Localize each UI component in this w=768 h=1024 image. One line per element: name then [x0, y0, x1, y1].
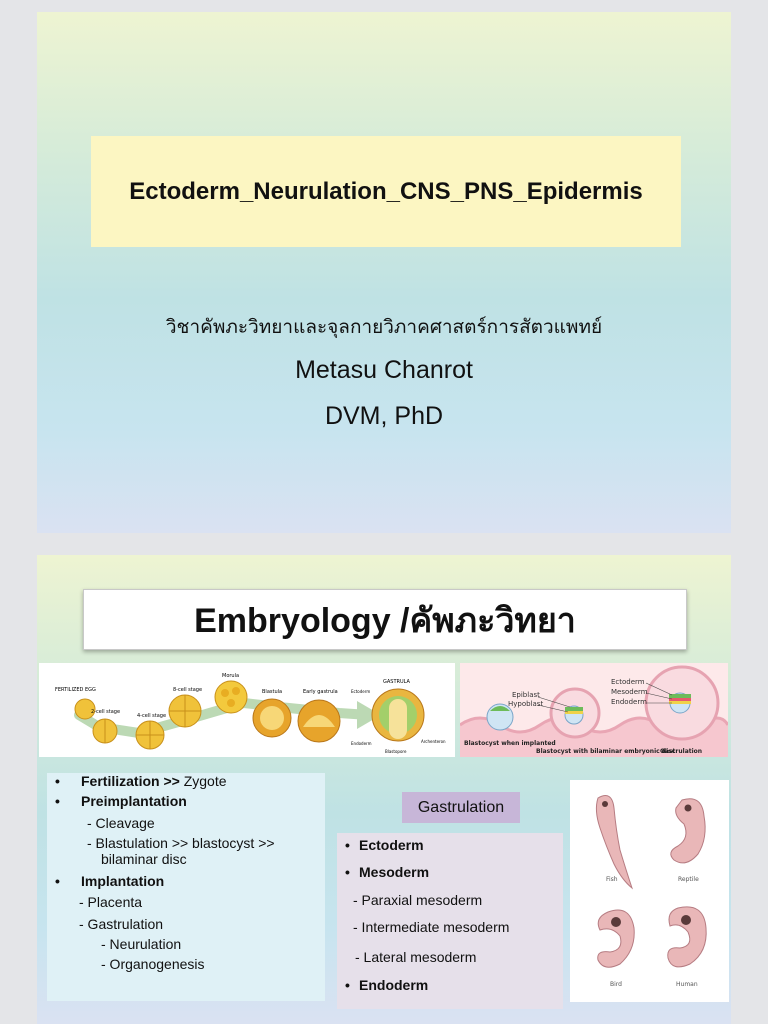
label-endoderm-right: Endoderm — [611, 698, 647, 706]
title-slide: Ectoderm_Neurulation_CNS_PNS_Epidermis ว… — [37, 12, 731, 533]
label-gastrula: GASTRULA — [383, 679, 411, 685]
label-endoderm: Endoderm — [351, 741, 372, 746]
slide-title: Ectoderm_Neurulation_CNS_PNS_Epidermis — [129, 177, 643, 205]
stage-bilaminar-disc: bilaminar disc — [101, 851, 187, 867]
label-blastopore: Blastopore — [385, 749, 407, 754]
fertilization-label: Fertilization >> — [81, 773, 180, 789]
caption-implanted: Blastocyst when implanted — [464, 740, 556, 747]
label-blastula: Blastula — [262, 689, 282, 695]
label-reptile: Reptile — [678, 876, 699, 883]
label-ectoderm-right: Ectoderm — [611, 678, 645, 686]
stage-cleavage: - Cleavage — [87, 815, 155, 831]
layer-lateral-mesoderm: - Lateral mesoderm — [355, 949, 477, 965]
bullet-implantation: • — [55, 873, 60, 889]
label-4-cell: 4-cell stage — [137, 713, 166, 719]
zygote-cell — [74, 698, 96, 720]
label-ectoderm: Ectoderm — [351, 689, 370, 694]
label-epiblast: Epiblast — [512, 691, 540, 699]
embryology-slide: Embryology /คัพภะวิทยา FERTILIZED EGG — [37, 555, 731, 1024]
stage-placenta: - Placenta — [79, 894, 143, 910]
caption-gastrulation: Gastrulation — [660, 748, 702, 755]
vertebrate-embryos-figure: Fish Reptile Bird Human — [570, 780, 729, 1002]
gastrulation-badge: Gastrulation — [402, 792, 520, 823]
label-hypoblast: Hypoblast — [508, 700, 543, 708]
label-bird: Bird — [610, 981, 622, 988]
layer-paraxial-mesoderm: - Paraxial mesoderm — [353, 892, 483, 908]
zygote-label: Zygote — [179, 773, 227, 789]
caption-bilaminar: Blastocyst with bilaminar embryonic disc — [536, 748, 676, 755]
label-fertilized-egg: FERTILIZED EGG — [55, 687, 96, 693]
bird-embryo — [597, 909, 635, 968]
implantation-figure: Epiblast Hypoblast Ectoderm Mesoderm End… — [460, 663, 728, 757]
stage-fertilization: Fertilization >> Zygote — [81, 773, 227, 789]
stage-blastulation: - Blastulation >> blastocyst >> — [87, 835, 275, 851]
arrow-head — [357, 701, 381, 729]
label-human: Human — [676, 981, 698, 988]
bullet-ectoderm: • — [345, 837, 350, 853]
bullet-mesoderm: • — [345, 864, 350, 880]
reptile-embryo — [670, 798, 706, 864]
label-morula: Morula — [222, 673, 239, 679]
label-fish: Fish — [606, 876, 618, 883]
label-early-gastrula: Early gastrula — [303, 689, 338, 695]
label-2-cell: 2-cell stage — [91, 709, 120, 715]
human-embryo — [667, 906, 707, 968]
stage-implantation: Implantation — [81, 873, 165, 889]
bullet-preimplantation: • — [55, 793, 60, 809]
stage-neurulation: - Neurulation — [101, 936, 182, 952]
germ-layers-list: • Ectoderm • Mesoderm - Paraxial mesoder… — [337, 833, 563, 1009]
layer-ectoderm: Ectoderm — [359, 837, 424, 853]
bullet-endoderm: • — [345, 977, 350, 993]
cleavage-stages-figure: FERTILIZED EGG 2-cell stage 4-cell stage… — [39, 663, 455, 757]
stage-preimplantation: Preimplantation — [81, 793, 187, 809]
author-name: Metasu Chanrot — [295, 356, 473, 384]
stage-organogenesis: - Organogenesis — [101, 956, 205, 972]
author-degree: DVM, PhD — [324, 402, 444, 430]
stage-gastrulation: - Gastrulation — [79, 916, 164, 932]
fish-embryo — [595, 795, 634, 890]
label-8-cell: 8-cell stage — [173, 687, 202, 693]
embryology-heading: Embryology /คัพภะวิทยา — [83, 589, 687, 650]
layer-endoderm: Endoderm — [359, 977, 429, 993]
bullet-fertilization: • — [55, 773, 60, 789]
label-mesoderm-right: Mesoderm — [611, 688, 648, 696]
layer-mesoderm: Mesoderm — [359, 864, 430, 880]
course-name-thai: วิชาคัพภะวิทยาและจุลกายวิภาคศาสตร์การสัต… — [165, 317, 603, 338]
title-box: Ectoderm_Neurulation_CNS_PNS_Epidermis — [91, 136, 681, 247]
layer-intermediate-mesoderm: - Intermediate mesoderm — [353, 919, 510, 935]
development-stages-list: • Fertilization >> Zygote • Preimplantat… — [47, 773, 325, 1001]
label-archenteron: Archenteron — [421, 739, 446, 744]
morula — [214, 680, 248, 714]
